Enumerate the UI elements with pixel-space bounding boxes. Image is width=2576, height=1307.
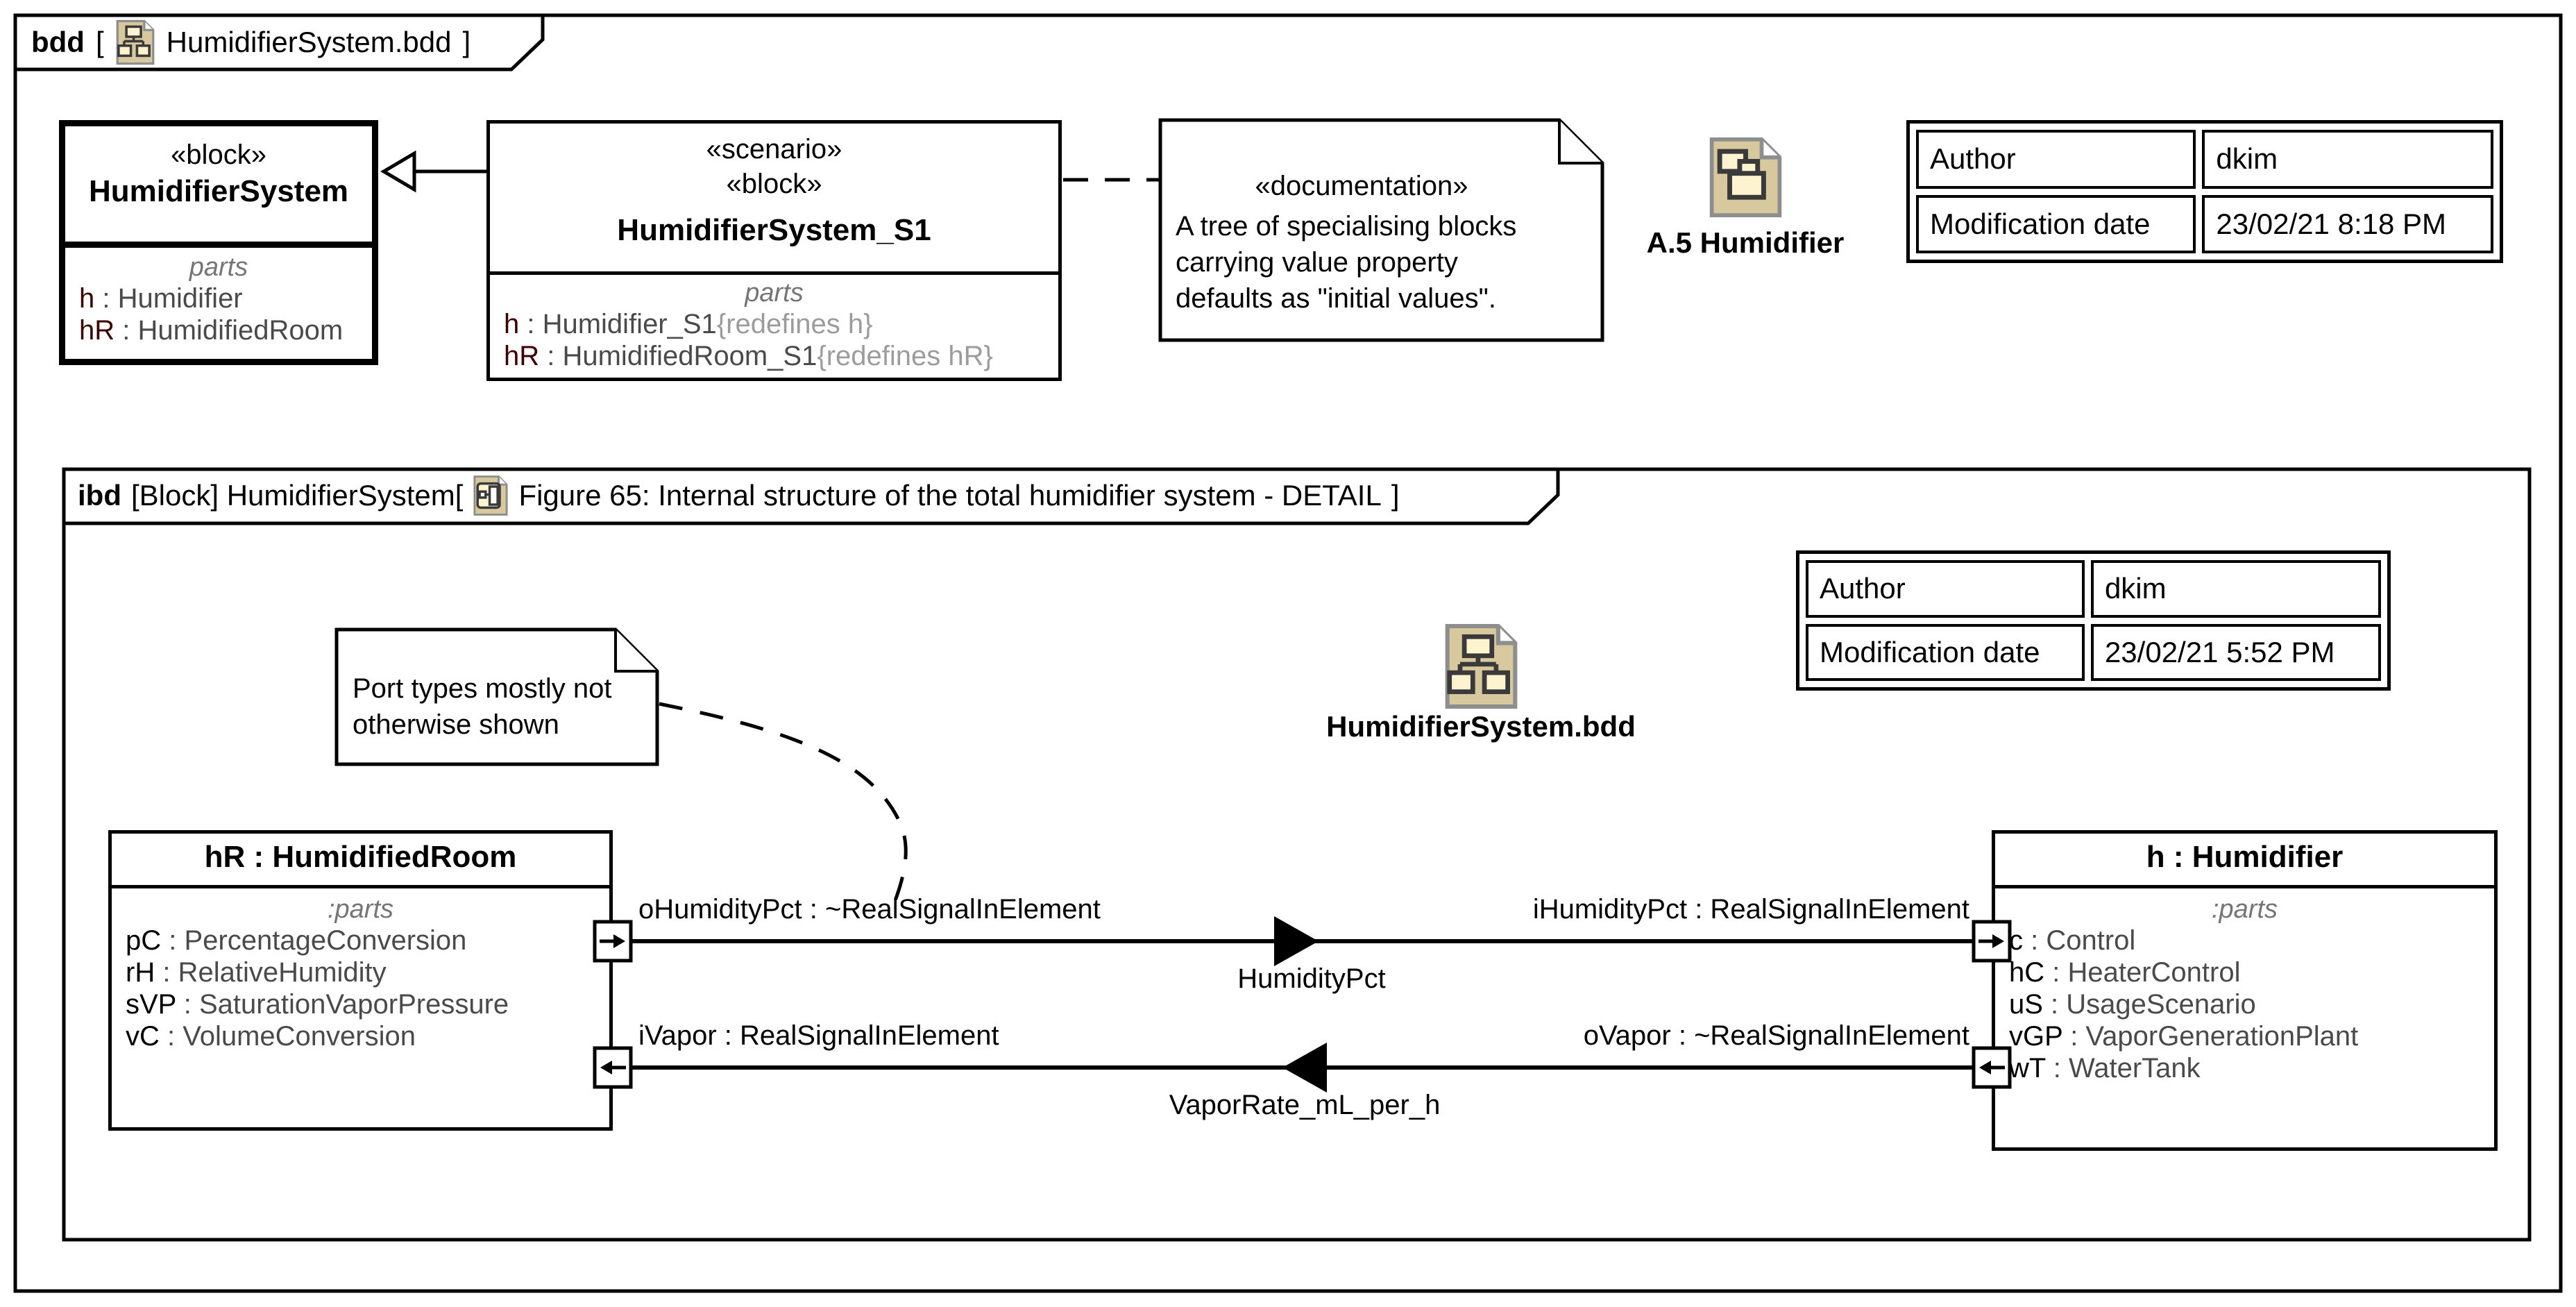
ibd-frame-tab[interactable]: ibd [Block] HumidifierSystem[ Figure 65:… [78,475,1400,516]
bdd-diagram-icon [116,19,155,65]
documentation-note-dogear-icon [1558,120,1602,165]
port-types-note-dogear-icon [614,630,657,673]
info-label: Modification date [1916,194,2196,253]
bdd-info-table[interactable]: Author dkim Modification date 23/02/21 8… [1906,120,2503,263]
package-diagram-icon [1709,137,1782,217]
connector-label-ihumiditypct[interactable]: iHumidityPct : RealSignalInElement [1532,894,1969,925]
flow-label-vaporrate[interactable]: VaporRate_mL_per_h [1169,1090,1441,1120]
part-block-humidified-room[interactable]: hR : HumidifiedRoom :parts pC : Percenta… [108,830,613,1131]
parts-compartment-label: :parts [2211,895,2278,924]
generalization-hollow-triangle-icon [380,150,416,193]
port-types-note-anchor-curve [659,702,908,913]
part-entry: c : Control [2009,925,2136,956]
bdd-shortcut-icon[interactable] [1441,624,1521,712]
ibd-info-table[interactable]: Author dkim Modification date 23/02/21 5… [1796,550,2391,691]
block-title: h : Humidifier [2146,840,2344,874]
port-types-note-text: Port types mostly not otherwise shown [353,673,612,740]
bdd-frame-tab[interactable]: bdd [ HumidifierSystem.bdd ] [31,19,471,65]
part-entry: vC : VolumeConversion [126,1021,416,1052]
block-humidifier-system-s1-header: «scenario» «block» HumidifierSystem_S1 [490,124,1058,275]
part-entry: h : Humidifier [79,283,243,314]
block-humidifier-system-s1[interactable]: «scenario» «block» HumidifierSystem_S1 p… [486,120,1062,381]
part-block-header: h : Humidifier [1995,834,2494,888]
block-title: HumidifierSystem [88,174,349,208]
bdd-open-bracket: [ [95,26,104,58]
part-entry: hR : HumidifiedRoom_S1{redefines hR} [504,341,993,371]
part-entry: vGP : VaporGenerationPlant [2009,1021,2359,1052]
block-humidifier-system-header: «block» HumidifierSystem [65,126,372,248]
bdd-diagram-icon [1445,624,1518,709]
block-title: HumidifierSystem_S1 [617,213,931,247]
info-label: Modification date [1806,623,2085,681]
port-out-arrow-icon [1979,1061,1991,1074]
ibd-keyword: ibd [78,479,121,512]
part-entry: hC : HeaterControl [2009,957,2241,988]
flow-direction-left-arrow-icon [1282,1043,1327,1093]
parts-compartment-label: parts [189,253,248,282]
documentation-note-text: A tree of specialising blocks carrying v… [1176,211,1517,314]
parts-compartment: :parts pC : PercentageConversion rH : Re… [112,888,609,1052]
block-title: hR : HumidifiedRoom [204,840,517,874]
connector-label-ohumiditypct[interactable]: oHumidityPct : ~RealSignalInElement [638,894,1101,925]
stereotype-scenario: «scenario» [706,134,842,165]
info-value: 23/02/21 8:18 PM [2202,194,2493,253]
ibd-context-segment: [Block] HumidifierSystem[ [130,479,464,512]
part-entry: rH : RelativeHumidity [126,957,387,988]
info-value: dkim [2090,560,2381,618]
bdd-shortcut-label[interactable]: HumidifierSystem.bdd [1326,710,1636,743]
port-out-arrow-icon [613,934,625,948]
bdd-keyword: bdd [31,26,85,58]
stereotype-block: «block» [171,140,266,170]
info-value: dkim [2202,130,2493,189]
package-shortcut-label[interactable]: A.5 Humidifier [1646,226,1845,259]
block-humidifier-system[interactable]: «block» HumidifierSystem parts h : Humid… [59,120,378,365]
generalization-edge[interactable] [380,150,488,193]
part-entry: uS : UsageScenario [2009,989,2256,1020]
parts-compartment: :parts c : Control hC : HeaterControl uS… [1995,888,2494,1084]
flow-label-humiditypct[interactable]: HumidityPct [1237,963,1386,994]
part-entry: pC : PercentageConversion [126,925,467,956]
ibd-close-bracket: ] [1391,479,1400,512]
part-entry: sVP : SaturationVaporPressure [126,989,509,1020]
ibd-diagram-icon [473,475,508,516]
parts-compartment: parts h : Humidifier_S1{redefines h} hR … [490,275,1058,372]
bdd-diagram-name: HumidifierSystem.bdd [166,26,452,58]
part-block-humidifier[interactable]: h : Humidifier :parts c : Control hC : H… [1992,830,2498,1151]
info-value: 23/02/21 5:52 PM [2090,623,2381,681]
info-label: Author [1916,130,2196,189]
ibd-figure-label: Figure 65: Internal structure of the tot… [518,479,1382,512]
part-entry: wT : WaterTank [2009,1053,2201,1083]
connector-label-ivapor[interactable]: iVapor : RealSignalInElement [638,1020,999,1051]
stereotype-block: «block» [726,169,822,199]
part-entry: h : Humidifier_S1{redefines h} [504,309,873,339]
part-block-header: hR : HumidifiedRoom [112,834,609,888]
package-shortcut-icon[interactable] [1706,137,1786,221]
connector-label-ovapor[interactable]: oVapor : ~RealSignalInElement [1583,1020,1969,1051]
parts-compartment-label: :parts [327,895,394,924]
info-label: Author [1806,560,2085,618]
parts-compartment: parts h : Humidifier hR : HumidifiedRoom [65,248,372,346]
part-entry: hR : HumidifiedRoom [79,315,344,346]
parts-compartment-label: parts [745,278,804,307]
bdd-close-bracket: ] [462,26,471,58]
documentation-note-stereotype: «documentation» [1255,171,1468,201]
flow-direction-right-arrow-icon [1274,916,1319,966]
